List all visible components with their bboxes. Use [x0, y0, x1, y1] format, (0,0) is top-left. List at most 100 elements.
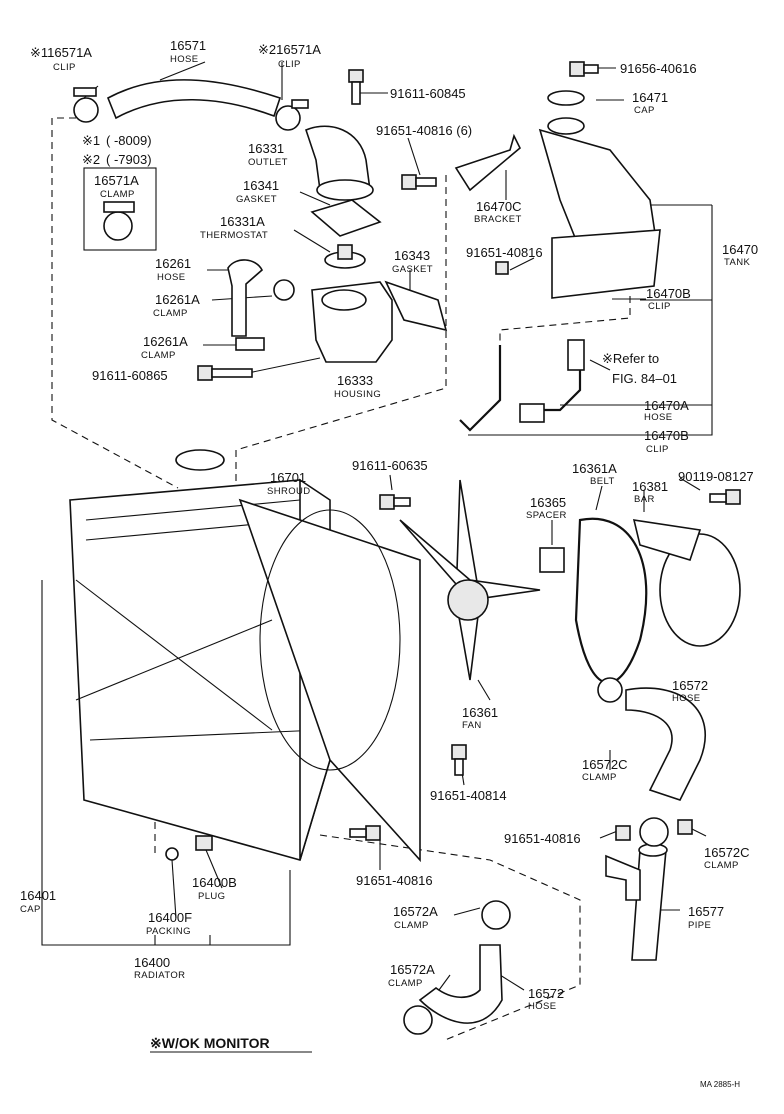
svg-text:16400: 16400	[134, 955, 170, 970]
label-hose-16572-b: 16572 HOSE	[528, 986, 564, 1012]
svg-text:※116571A: ※116571A	[30, 45, 92, 60]
svg-text:16331A: 16331A	[220, 214, 265, 229]
svg-text:16572A: 16572A	[393, 904, 438, 919]
footer-note: ※W/OK MONITOR	[150, 1035, 270, 1051]
svg-text:( -7903): ( -7903)	[106, 152, 152, 167]
label-clamp-16572c-a: 16572C CLAMP	[582, 757, 628, 783]
svg-text:16572: 16572	[672, 678, 708, 693]
svg-text:16401: 16401	[20, 888, 56, 903]
upper-hose-part	[106, 79, 282, 120]
bolt-part-c	[401, 174, 437, 190]
svg-text:SHROUD: SHROUD	[267, 486, 311, 497]
label-refer-fig: ※Refer to FIG. 84–01	[602, 351, 677, 386]
bypass-clamp-part	[235, 279, 295, 351]
label-bolt-91651-40816-6: 91651-40816 (6)	[376, 123, 472, 138]
bolt-part-g	[709, 489, 741, 505]
label-shroud-16701: 16701 SHROUD	[267, 470, 311, 497]
svg-text:CLAMP: CLAMP	[100, 189, 135, 200]
label-pipe-16577: 16577 PIPE	[688, 904, 724, 931]
clamp-inset-box	[83, 167, 157, 251]
label-bolt-91651-40816-c: 91651-40816	[504, 831, 581, 846]
label-outlet-16331: 16331 OUTLET	[248, 141, 287, 168]
svg-text:CLIP: CLIP	[53, 62, 76, 73]
radiator-part	[69, 449, 331, 861]
svg-text:HOSE: HOSE	[644, 412, 673, 423]
label-clamp-16572a-b: 16572A CLAMP	[388, 962, 435, 989]
svg-text:16341: 16341	[243, 178, 279, 193]
svg-text:16331: 16331	[248, 141, 284, 156]
svg-text:16261: 16261	[155, 256, 191, 271]
svg-text:CLIP: CLIP	[646, 444, 669, 455]
svg-text:PIPE: PIPE	[688, 920, 711, 931]
label-bolt-90119-08127: 90119-08127	[678, 469, 754, 484]
svg-text:THERMOSTAT: THERMOSTAT	[200, 230, 268, 241]
svg-text:※1: ※1	[82, 133, 100, 148]
label-hose-16571: 16571 HOSE	[170, 38, 206, 65]
svg-text:※Refer to: ※Refer to	[602, 351, 659, 366]
svg-text:16572: 16572	[528, 986, 564, 1001]
alternator-part	[632, 519, 741, 647]
label-radiator-16400: 16400 RADIATOR	[134, 955, 185, 981]
gasket-part-a	[310, 199, 382, 237]
label-cap-16471: 16471 CAP	[632, 90, 668, 116]
label-bolt-91656-40616: 91656-40616	[620, 61, 697, 76]
label-bolt-91611-60845: 91611-60845	[390, 86, 466, 101]
svg-text:16471: 16471	[632, 90, 668, 105]
label-hose-16261: 16261 HOSE	[155, 256, 191, 283]
label-clip-216571a: ※216571A CLIP	[258, 42, 321, 70]
label-clamp-16572a-a: 16572A CLAMP	[393, 904, 438, 931]
label-gasket-16343: 16343 GASKET	[392, 248, 433, 275]
svg-text:PLUG: PLUG	[198, 891, 225, 902]
label-tank-16470: 16470 TANK	[722, 242, 758, 268]
bypass-hose-part	[227, 259, 263, 337]
svg-text:16572C: 16572C	[582, 757, 628, 772]
svg-text:16400B: 16400B	[192, 875, 237, 890]
label-note-2: ※2 ( -7903)	[82, 152, 152, 167]
svg-text:SPACER: SPACER	[526, 510, 567, 521]
svg-text:CAP: CAP	[634, 105, 655, 116]
label-clamp-16572c-b: 16572C CLAMP	[704, 845, 750, 871]
footer-ref: MA 2885-H	[700, 1080, 740, 1089]
svg-text:16361: 16361	[462, 705, 498, 720]
svg-text:16261A: 16261A	[155, 292, 200, 307]
bolt-part-j	[349, 825, 381, 841]
spacer-part	[539, 547, 565, 573]
label-packing-16400f: 16400F PACKING	[146, 910, 192, 937]
svg-text:16261A: 16261A	[143, 334, 188, 349]
svg-text:BAR: BAR	[634, 494, 655, 505]
svg-text:16470A: 16470A	[644, 398, 689, 413]
svg-text:16701: 16701	[270, 470, 306, 485]
svg-text:CLIP: CLIP	[278, 59, 301, 70]
label-clamp-16261a-a: 16261A CLAMP	[153, 292, 200, 319]
belt-part	[574, 517, 648, 684]
svg-text:16361A: 16361A	[572, 461, 617, 476]
svg-text:16577: 16577	[688, 904, 724, 919]
svg-text:16571A: 16571A	[94, 173, 139, 188]
label-gasket-16341: 16341 GASKET	[236, 178, 279, 205]
svg-text:16365: 16365	[530, 495, 566, 510]
svg-text:※216571A: ※216571A	[258, 42, 321, 57]
bolt-part-d	[569, 61, 599, 77]
svg-text:HOSE: HOSE	[157, 272, 186, 283]
bolt-part-b	[197, 365, 253, 381]
label-clip-16470b-a: 16470B CLIP	[646, 286, 691, 312]
svg-text:16572A: 16572A	[390, 962, 435, 977]
svg-text:GASKET: GASKET	[392, 264, 433, 275]
svg-text:HOUSING: HOUSING	[334, 389, 381, 400]
bolt-part-f	[379, 494, 411, 510]
svg-text:BRACKET: BRACKET	[474, 214, 522, 225]
gasket-part-b	[384, 280, 448, 332]
svg-text:CLIP: CLIP	[648, 301, 671, 312]
label-bar-16381: 16381 BAR	[632, 479, 668, 505]
label-fan-16361: 16361 FAN	[462, 705, 498, 731]
label-bolt-91651-40816-d: 91651-40816	[356, 873, 433, 888]
svg-text:CAP: CAP	[20, 904, 41, 915]
label-bolt-91611-60635: 91611-60635	[352, 458, 428, 473]
svg-text:RADIATOR: RADIATOR	[134, 970, 185, 981]
lower-hose-part-lower	[403, 900, 511, 1035]
lower-hose-part-upper	[597, 677, 706, 801]
bolt-part-i	[451, 744, 467, 776]
housing-part	[311, 281, 393, 363]
bolt-part-e	[495, 261, 509, 275]
